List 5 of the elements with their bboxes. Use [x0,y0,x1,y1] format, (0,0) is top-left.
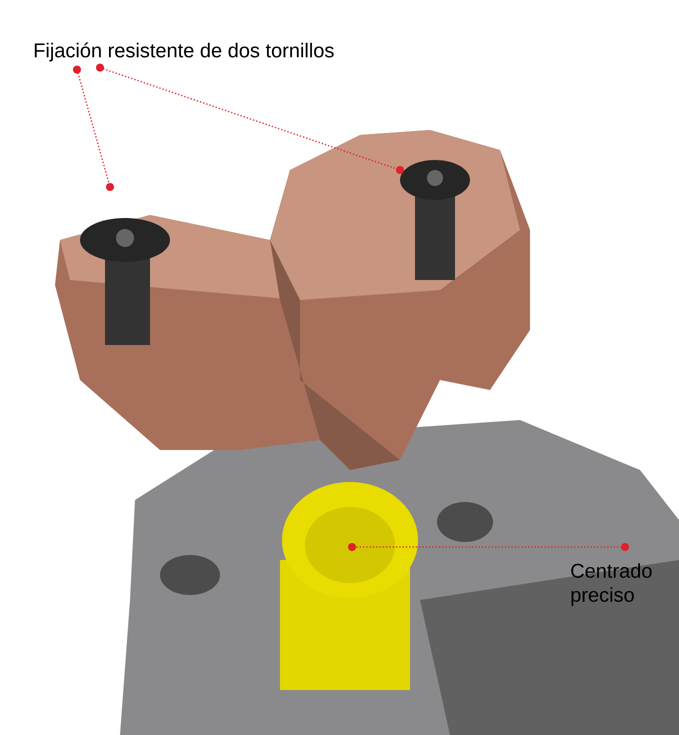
callout-text: Fijación resistente de dos tornillos [34,42,334,62]
leader-line [348,543,629,551]
leader-line [73,66,114,191]
callout-text: Centrado preciso [571,563,652,606]
leader-line [96,64,404,174]
